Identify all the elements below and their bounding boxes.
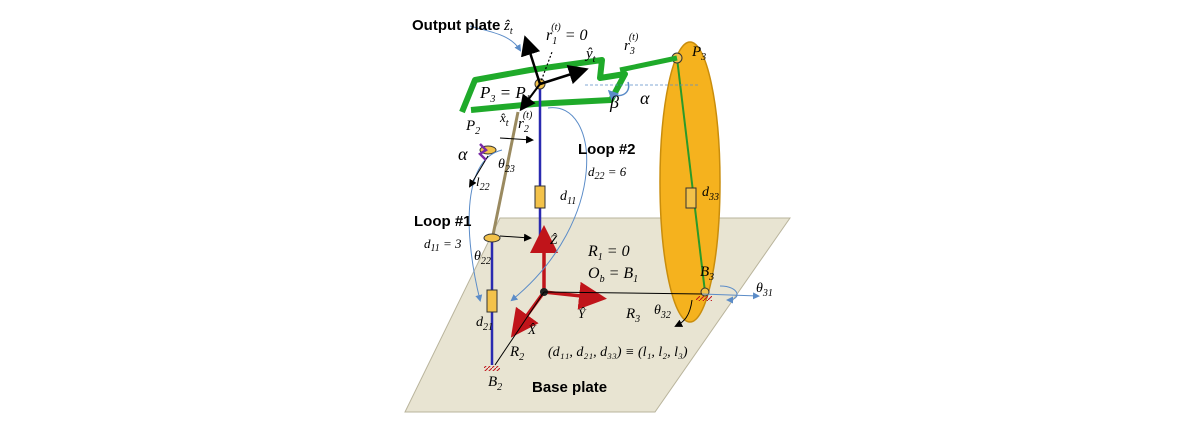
label-z-hat: Ẑ <box>550 232 558 247</box>
disk-body <box>659 41 721 323</box>
output-arrow <box>469 25 522 52</box>
twist-symbol <box>478 143 488 161</box>
label-loop1: Loop #1 <box>414 213 472 230</box>
label-d-tuple: (d₁₁, d₂₁, d₃₃) ≡ (l₁, l₂, l₃) <box>548 345 688 360</box>
label-l22: l22 <box>476 174 490 193</box>
label-r1t: r1(t) = 0 <box>546 22 587 47</box>
output-plate <box>459 57 628 114</box>
hatch-b3 <box>696 296 712 301</box>
label-x-t: x̂t <box>499 110 509 129</box>
r2t-arrow <box>499 135 534 144</box>
label-d33: d33 <box>702 185 719 203</box>
label-p3-eq-p1: P3 = P1 <box>479 83 531 105</box>
actuator-d21 <box>486 289 498 313</box>
label-ob-eq: Ob = B1 <box>588 265 638 285</box>
joint-mid-2 <box>483 233 501 243</box>
theta32-arc <box>674 299 693 327</box>
actuator-d11 <box>534 185 546 209</box>
label-theta22: θ22 <box>474 249 491 267</box>
label-base-plate: Base plate <box>532 379 607 396</box>
label-b2: B2 <box>488 374 502 393</box>
label-d11: d11 <box>560 189 576 207</box>
loop2-curve <box>510 107 588 302</box>
axis-31 <box>701 292 760 300</box>
label-x-hat: X̂ <box>527 322 537 337</box>
link-r3t <box>619 55 678 73</box>
label-z-t: ẑt <box>503 18 513 37</box>
label-loop2-eq: d22 = 6 <box>588 164 627 182</box>
label-loop2: Loop #2 <box>578 141 636 158</box>
label-r3t: r3(t) <box>624 32 639 57</box>
label-alpha-right: α <box>640 88 650 108</box>
label-alpha-left: α <box>458 144 468 164</box>
label-loop1-eq: d11 = 3 <box>424 236 462 254</box>
label-y-hat: Ŷ <box>578 306 587 321</box>
tool-z-axis <box>521 35 542 85</box>
label-d21: d21 <box>476 315 493 333</box>
label-r2t: r2(t) <box>518 110 533 135</box>
label-output-plate: Output plate <box>412 17 500 34</box>
leg-2-upper <box>490 111 520 241</box>
beta-arc <box>607 81 630 102</box>
tool-x-axis-ext <box>539 51 553 85</box>
label-theta32: θ32 <box>654 303 671 321</box>
label-r3: R3 <box>625 306 640 325</box>
label-r1-eq: R1 = 0 <box>587 243 630 263</box>
line-r2 <box>494 291 545 366</box>
l22-arrow <box>468 155 489 188</box>
label-theta23: θ23 <box>498 157 515 175</box>
loop1-curve <box>468 149 503 302</box>
label-p2: P2 <box>465 118 480 137</box>
mid-arrow <box>499 233 532 242</box>
frame-y <box>543 281 607 310</box>
label-theta31: θ31 <box>756 281 773 299</box>
actuator-d33 <box>685 187 697 209</box>
theta31-arc <box>719 285 738 304</box>
label-b3: B3 <box>700 264 714 283</box>
disk-leg <box>676 57 706 293</box>
label-r2: R2 <box>509 344 524 363</box>
tool-x-axis <box>519 83 541 112</box>
tool-y-axis <box>539 65 589 86</box>
label-y-t: ŷt <box>584 46 596 65</box>
joint-b3 <box>700 287 710 297</box>
line-r3 <box>543 291 703 295</box>
hatch-b2 <box>484 366 500 371</box>
label-beta: β <box>609 92 619 112</box>
label-p3: P3 <box>691 44 706 63</box>
